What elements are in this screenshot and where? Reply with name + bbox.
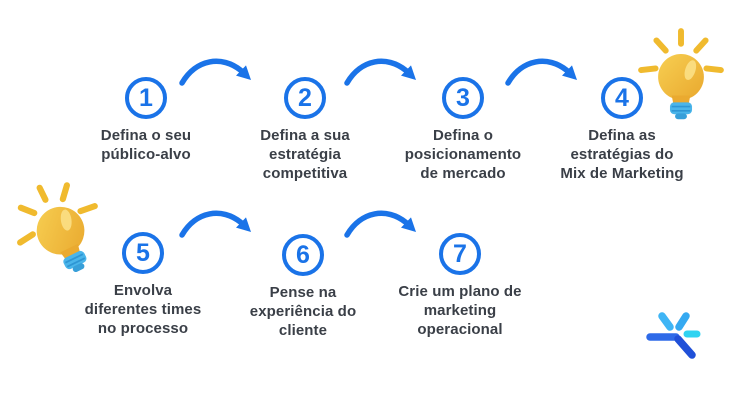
step-4-number: 4 bbox=[615, 83, 629, 112]
step-6-label: Pense na experiência do cliente bbox=[249, 284, 357, 339]
curved-arrow-icon bbox=[179, 58, 251, 86]
lightbulb-icon bbox=[638, 28, 724, 120]
step-2-number: 2 bbox=[298, 83, 312, 112]
step-6: 6 Pense na experiência do cliente bbox=[213, 234, 393, 340]
step-2: 2 Defina a sua estratégia competitiva bbox=[215, 77, 395, 183]
step-5: 5 Envolva diferentes times no processo bbox=[53, 232, 233, 338]
step-1: 1 Defina o seu público-alvo bbox=[56, 77, 236, 164]
step-4-number-badge: 4 bbox=[601, 77, 643, 119]
curved-arrow-icon bbox=[344, 58, 416, 86]
step-7-number: 7 bbox=[453, 239, 467, 268]
step-1-number: 1 bbox=[139, 83, 153, 112]
step-1-number-badge: 1 bbox=[125, 77, 167, 119]
step-7-number-badge: 7 bbox=[439, 233, 481, 275]
lightbulb-icon bbox=[17, 182, 98, 273]
step-3: 3 Defina o posicionamento de mercado bbox=[373, 77, 553, 183]
step-3-number-badge: 3 bbox=[442, 77, 484, 119]
step-6-number: 6 bbox=[296, 240, 310, 269]
curved-arrow-icon bbox=[179, 210, 251, 238]
step-1-label: Defina o seu público-alvo bbox=[100, 127, 192, 163]
step-5-number: 5 bbox=[136, 238, 150, 267]
curved-arrow-icon bbox=[505, 58, 577, 86]
step-5-label: Envolva diferentes times no processo bbox=[84, 282, 202, 337]
step-6-number-badge: 6 bbox=[282, 234, 324, 276]
step-7-label: Crie um plano de marketing operacional bbox=[398, 283, 522, 338]
step-3-number: 3 bbox=[456, 83, 470, 112]
step-4: 4 Defina as estratégias do Mix de Market… bbox=[532, 77, 712, 183]
asterisk-logo-mark bbox=[646, 312, 701, 359]
step-5-number-badge: 5 bbox=[122, 232, 164, 274]
curved-arrow-icon bbox=[344, 210, 416, 238]
step-3-label: Defina o posicionamento de mercado bbox=[404, 127, 522, 182]
step-4-label: Defina as estratégias do Mix de Marketin… bbox=[560, 127, 684, 182]
step-7: 7 Crie um plano de marketing operacional bbox=[370, 233, 550, 339]
step-2-label: Defina a sua estratégia competitiva bbox=[260, 127, 350, 182]
step-2-number-badge: 2 bbox=[284, 77, 326, 119]
